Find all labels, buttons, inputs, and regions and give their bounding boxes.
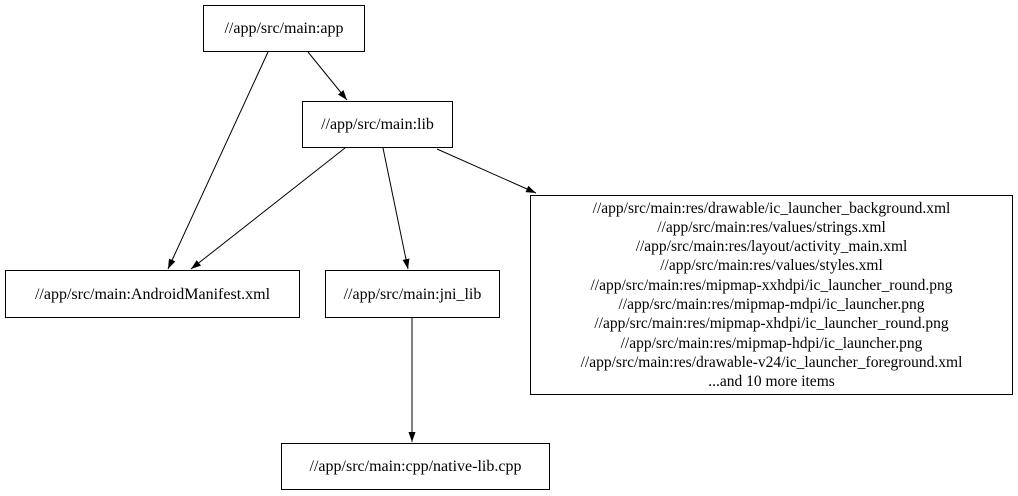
resource-item: //app/src/main:res/drawable/ic_launcher_… [592,199,951,217]
resource-item: //app/src/main:res/mipmap-xhdpi/ic_launc… [594,315,949,333]
resource-item: //app/src/main:res/mipmap-mdpi/ic_launch… [618,296,925,313]
resource-item: //app/src/main:res/mipmap-xxhdpi/ic_laun… [590,276,953,294]
node-lib-label: //app/src/main:lib [321,116,434,133]
edge-app-to-lib [307,51,348,101]
node-android-manifest: //app/src/main:AndroidManifest.xml [5,270,300,318]
node-lib: //app/src/main:lib [302,101,453,148]
node-jni-lib-label: //app/src/main:jni_lib [343,285,482,303]
node-resource-group: //app/src/main:res/drawable/ic_launcher_… [530,195,1013,395]
node-native-lib-cpp-label: //app/src/main:cpp/native-lib.cpp [309,458,522,475]
edge-lib-to-res-group [436,148,537,194]
resource-item: //app/src/main:res/values/styles.xml [660,257,883,275]
resource-item: //app/src/main:res/drawable-v24/ic_launc… [580,353,963,371]
edge-app-to-manifest [167,51,269,270]
node-native-lib-cpp: //app/src/main:cpp/native-lib.cpp [281,443,550,490]
edge-lib-to-manifest [190,147,346,270]
resource-item: //app/src/main:res/mipmap-hdpi/ic_launch… [620,334,923,352]
node-android-manifest-label: //app/src/main:AndroidManifest.xml [34,285,271,303]
node-app-label: //app/src/main:app [224,20,344,37]
resource-item: //app/src/main:res/values/strings.xml [657,218,886,236]
edge-lib-to-jni-lib [382,147,410,270]
node-jni-lib: //app/src/main:jni_lib [325,270,500,318]
node-app: //app/src/main:app [203,5,365,52]
resource-item: //app/src/main:res/layout/activity_main.… [635,238,908,256]
resource-group-more-items: ...and 10 more items [708,373,835,391]
